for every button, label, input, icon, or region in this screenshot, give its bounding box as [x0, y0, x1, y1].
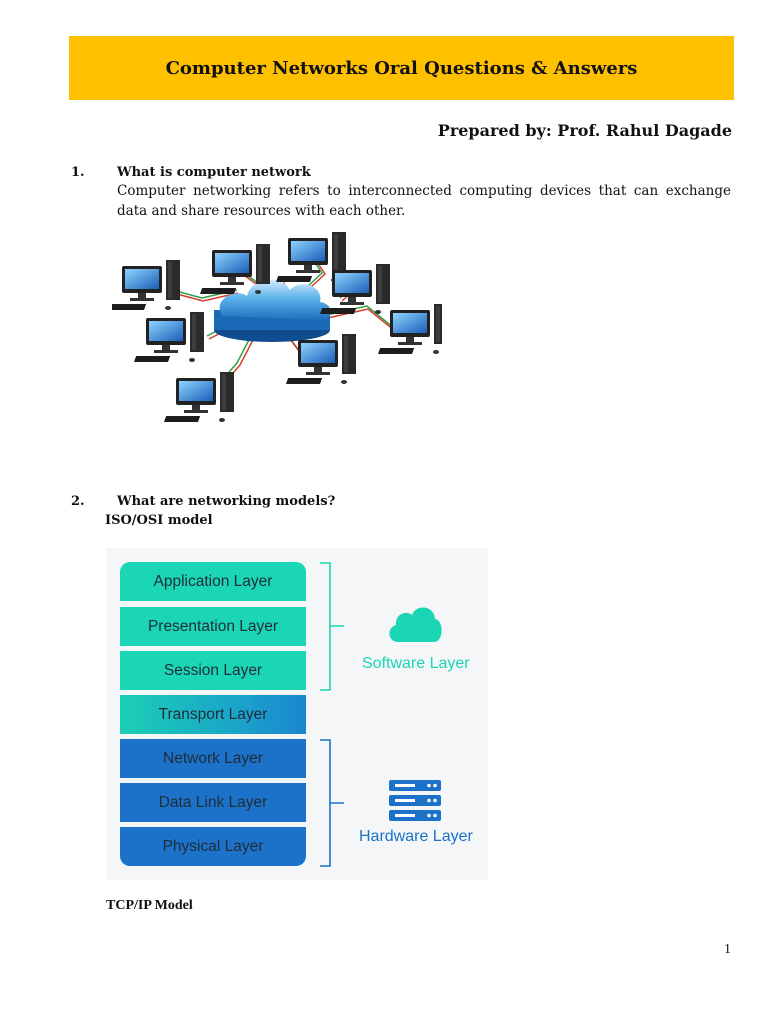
osi-model-heading: ISO/OSI model	[105, 513, 213, 528]
layer-network: Network Layer	[120, 739, 306, 778]
question-2-number: 2.	[71, 494, 85, 509]
cloud-icon	[214, 279, 331, 342]
layer-physical: Physical Layer	[120, 827, 306, 866]
prepared-by: Prepared by: Prof. Rahul Dagade	[437, 121, 732, 140]
document-title: Computer Networks Oral Questions & Answe…	[165, 57, 638, 79]
question-1-number: 1.	[71, 165, 85, 180]
question-1-answer: Computer networking refers to interconne…	[117, 183, 731, 219]
server-icon	[389, 780, 441, 821]
hardware-layer-label: Hardware Layer	[359, 828, 473, 845]
layer-transport: Transport Layer	[120, 695, 306, 734]
layer-presentation: Presentation Layer	[120, 607, 306, 646]
hardware-bracket	[320, 739, 344, 867]
title-banner: Computer Networks Oral Questions & Answe…	[69, 36, 734, 100]
question-2-title: What are networking models?	[117, 494, 336, 509]
layer-session: Session Layer	[120, 651, 306, 690]
page-number: 1	[724, 942, 731, 957]
tcp-ip-heading: TCP/IP Model	[106, 898, 193, 913]
layer-application: Application Layer	[120, 562, 306, 601]
osi-model-diagram: Application Layer Presentation Layer Ses…	[106, 548, 488, 880]
question-1-title: What is computer network	[117, 165, 311, 180]
software-bracket	[320, 562, 344, 691]
software-layer-label: Software Layer	[362, 655, 470, 672]
layer-data-link: Data Link Layer	[120, 783, 306, 822]
computer-network-illustration	[112, 232, 442, 422]
cloud-icon	[389, 607, 442, 642]
